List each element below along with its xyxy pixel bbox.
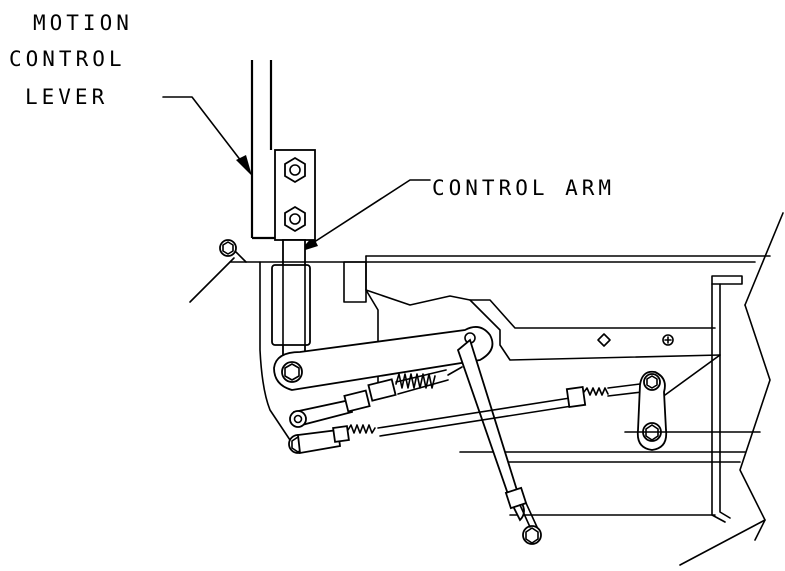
hex-bolt-icon (284, 205, 306, 233)
hex-bolt-icon (284, 156, 306, 184)
lower-linkage-rod (288, 383, 643, 455)
left-pivot-fitting (219, 239, 247, 263)
control-arm (271, 239, 311, 361)
control-arm-label: CONTROL ARM (432, 176, 615, 200)
bell-crank (624, 354, 761, 451)
label-line-2: CONTROL (9, 47, 126, 71)
motion-control-lever-label: MOTION CONTROL LEVER (9, 11, 133, 109)
lever-bracket (274, 149, 316, 241)
label-line-3: LEVER (25, 85, 108, 109)
upper-spring-link (289, 366, 463, 428)
control-arm-leader-arrow (299, 179, 431, 252)
lever-leader-arrow (162, 96, 252, 176)
label-line-1: MOTION (33, 11, 133, 35)
damper-arm (456, 338, 542, 545)
motion-control-lever (250, 60, 275, 240)
plate-fasteners (597, 333, 674, 347)
pivot-arm (273, 326, 494, 391)
